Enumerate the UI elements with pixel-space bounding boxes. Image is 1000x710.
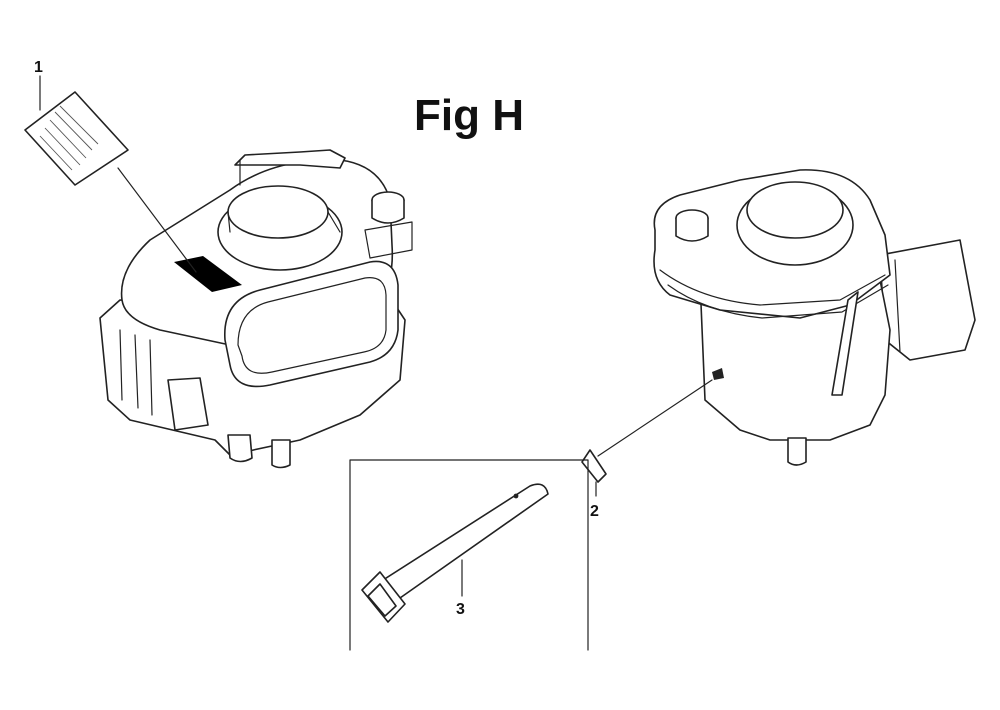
spark-plug-wrench [349, 459, 589, 651]
engine-left [99, 149, 413, 469]
callout-2: 2 [590, 503, 599, 520]
callout-3: 3 [456, 601, 465, 618]
engine-right [653, 169, 976, 466]
callout-1: 1 [34, 59, 43, 76]
figure-title: Fig H [414, 91, 524, 140]
decal-label [24, 75, 197, 273]
small-decal [581, 379, 713, 497]
